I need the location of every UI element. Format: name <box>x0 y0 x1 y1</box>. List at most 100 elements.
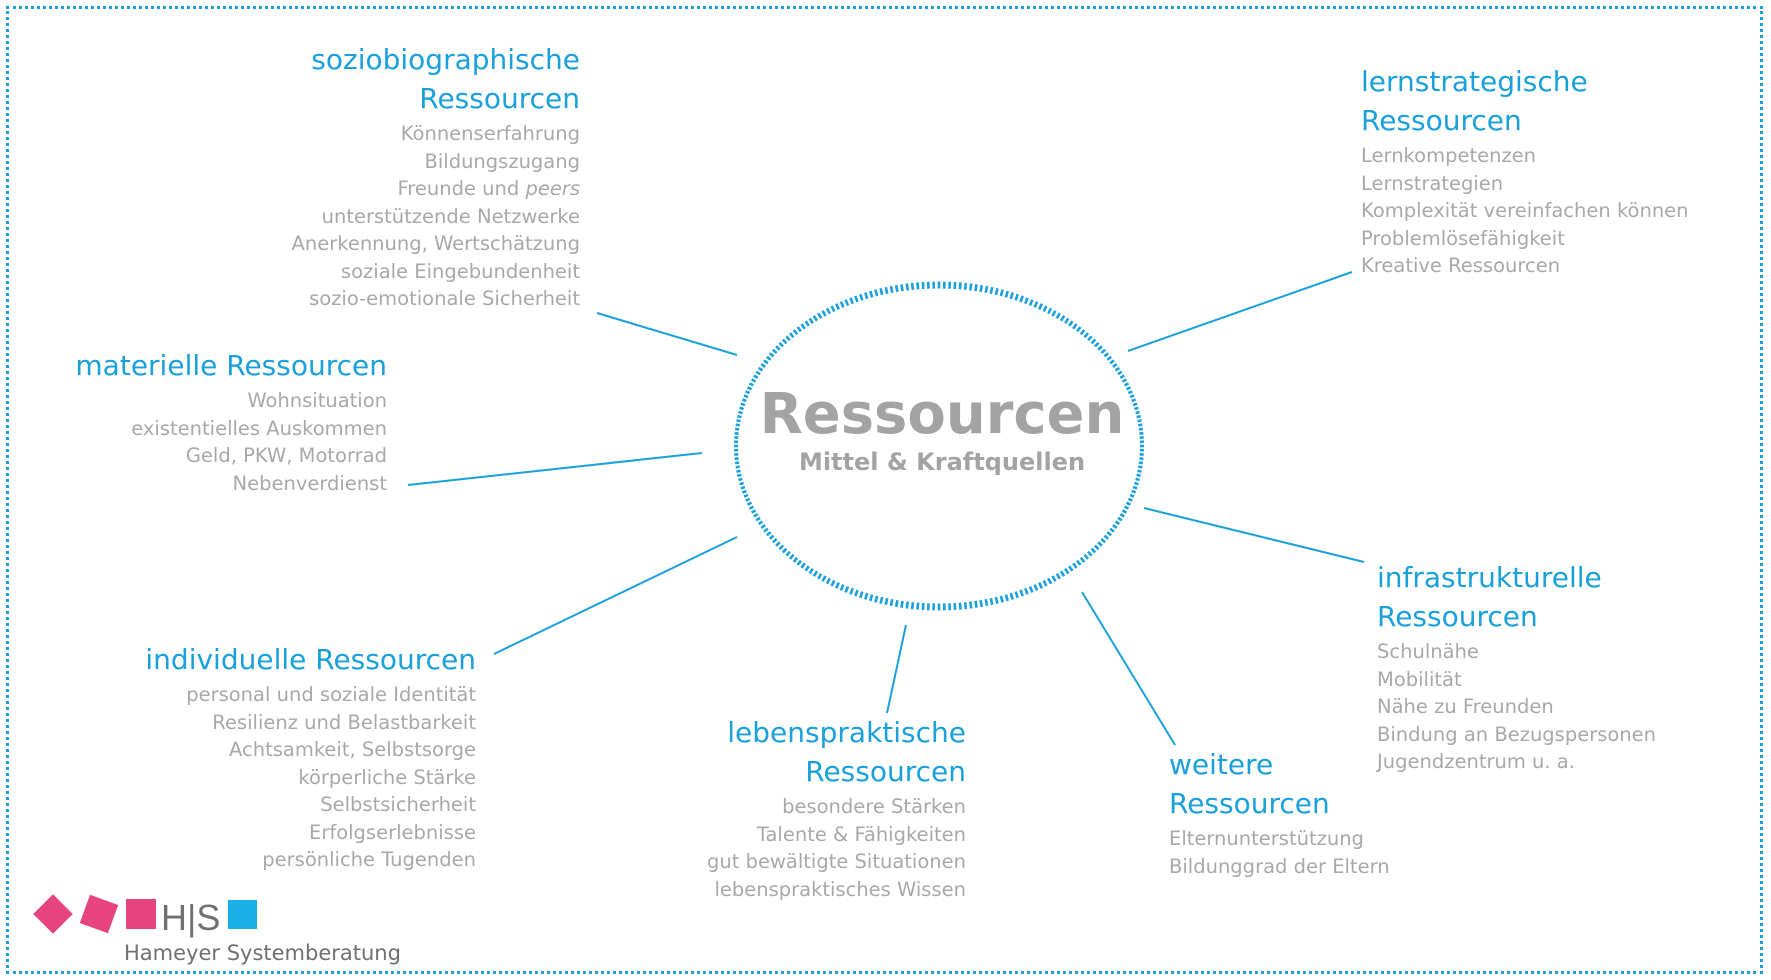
list-item: Jugendzentrum u. a. <box>1377 750 1575 773</box>
hub-ring-tick <box>781 338 788 345</box>
hub-ring-tick <box>1124 382 1130 387</box>
connector-weitere <box>1081 591 1176 746</box>
hub-ring-tick <box>817 312 823 319</box>
hub-ring-tick <box>1079 329 1086 336</box>
hub-ring-tick <box>1121 509 1128 514</box>
hub-ring-tick <box>989 286 994 295</box>
hub-ring-tick <box>879 596 884 604</box>
hub-ring-tick <box>994 596 999 604</box>
hub-ring-tick <box>735 465 740 469</box>
hub-ring-tick <box>984 285 989 294</box>
hub-ring-tick <box>905 601 909 609</box>
hub-ring-tick <box>1059 570 1066 577</box>
group-lebenspraktische: lebenspraktische Ressourcen besondere St… <box>636 713 966 903</box>
hub-ring-tick <box>859 591 864 599</box>
hub-ring-tick <box>1014 293 1019 301</box>
hub-ring-tick <box>999 595 1004 603</box>
hub-ring-tick <box>781 547 788 554</box>
hub-ring-tick <box>1106 531 1112 537</box>
list-item: soziale Eingebundenheit <box>340 259 580 283</box>
hub-ring-tick <box>738 410 743 415</box>
list-item: Geld, PKW, Motorrad <box>185 444 387 467</box>
hub-ring-tick <box>741 398 747 403</box>
hub-ring-tick <box>817 573 823 580</box>
hub-ring-tick <box>825 577 831 585</box>
item-list: Lernkompetenzen Lernstrategien Komplexit… <box>1361 142 1741 280</box>
logo-diamond-2 <box>79 894 119 934</box>
hub-ring-tick <box>1051 310 1057 317</box>
hub-ring-tick <box>1117 516 1123 522</box>
hub-ring-tick <box>772 348 778 355</box>
hub-ring-tick <box>739 406 744 411</box>
hub-ring-tick <box>1019 589 1024 597</box>
dotted-frame <box>6 6 1763 974</box>
hub-ring-tick <box>839 584 845 591</box>
hub-ring-tick <box>812 570 819 577</box>
connector-individuelle <box>493 536 738 655</box>
hub-ring-tick <box>796 559 802 566</box>
hub-ring-tick <box>1047 577 1053 585</box>
hub-ring-tick <box>835 303 840 310</box>
hub-ring-tick <box>1127 497 1133 502</box>
hub-ring-tick <box>1038 582 1043 589</box>
hub-ring-tick <box>1051 575 1057 582</box>
hub-ring-tick <box>789 553 795 560</box>
list-item: gut bewältigte Situationen <box>706 850 966 873</box>
hub-ring-tick <box>753 512 759 518</box>
hub-ring-tick <box>1137 419 1142 423</box>
hub-ring-tick <box>768 534 775 540</box>
hub-ring-tick <box>745 497 751 502</box>
hub-ring-tick <box>849 297 854 305</box>
hub-ring-tick <box>748 505 754 510</box>
hub-ring-tick <box>1093 544 1100 551</box>
hub-ring-tick <box>869 594 874 602</box>
group-heading: materielle Ressourcen <box>75 349 387 382</box>
hs-logo: H|S <box>33 894 257 938</box>
connector-materielle <box>407 452 703 486</box>
connector-infrastrukturelle <box>1143 507 1365 563</box>
heading-line: soziobiographische <box>311 43 580 76</box>
list-item: Bindung an Bezugspersonen <box>1377 722 1657 746</box>
hub-ring-tick <box>1014 591 1019 599</box>
group-individuelle: individuelle Ressourcen personal und soz… <box>100 640 476 874</box>
hub-ring-tick <box>1114 520 1121 526</box>
hub-ring-tick <box>800 562 806 569</box>
list-item: Lernkompetenzen <box>1361 144 1537 167</box>
hub-ring-tick <box>835 582 840 589</box>
hub-ring-tick <box>746 501 753 506</box>
hub-ring-tick <box>884 597 889 606</box>
hub-ring-tick <box>1136 414 1141 419</box>
hub-ring-tick <box>900 600 904 608</box>
hub-ring-tick <box>1076 559 1082 566</box>
hub-ring-tick <box>737 473 742 478</box>
item-list: Elternunterstützung Bildunggrad der Elte… <box>1169 825 1469 880</box>
hub-ring-tick <box>1136 473 1141 478</box>
hub-ring-tick <box>735 423 740 427</box>
list-item: Nähe zu Freunden <box>1377 695 1554 718</box>
hub-ring-tick <box>1138 465 1143 469</box>
hub-ring-tick <box>1132 402 1138 407</box>
hub-ring-tick <box>889 598 894 607</box>
hub-ring-tick <box>1103 352 1110 358</box>
hub-ring-tick <box>821 575 827 582</box>
hub-ring-tick <box>785 335 791 342</box>
list-item: Bildungszugang <box>424 149 580 173</box>
hub-ring-tick <box>1097 345 1103 351</box>
hub-ring-tick <box>1072 562 1078 569</box>
hub-ring-tick <box>804 565 810 572</box>
hub-ring-tick <box>1109 527 1115 533</box>
hub-ring-tick <box>989 597 994 606</box>
hub-ring-tick <box>1028 586 1034 593</box>
hub-ring-tick <box>796 326 802 333</box>
hub-ring-tick <box>859 293 864 301</box>
hub-ring-tick <box>775 541 781 547</box>
hub-ring-tick <box>1100 348 1106 355</box>
hub-ring-tick <box>1106 355 1112 361</box>
hub-ring-tick <box>755 516 761 522</box>
hub-ring-tick <box>766 531 772 537</box>
connector-soziobiographische <box>596 312 738 356</box>
list-item: Kreative Ressourcen <box>1361 254 1561 277</box>
hub-ring-tick <box>1097 541 1103 547</box>
hub-ring-tick <box>760 524 766 529</box>
hub-ring-tick <box>1055 312 1061 319</box>
